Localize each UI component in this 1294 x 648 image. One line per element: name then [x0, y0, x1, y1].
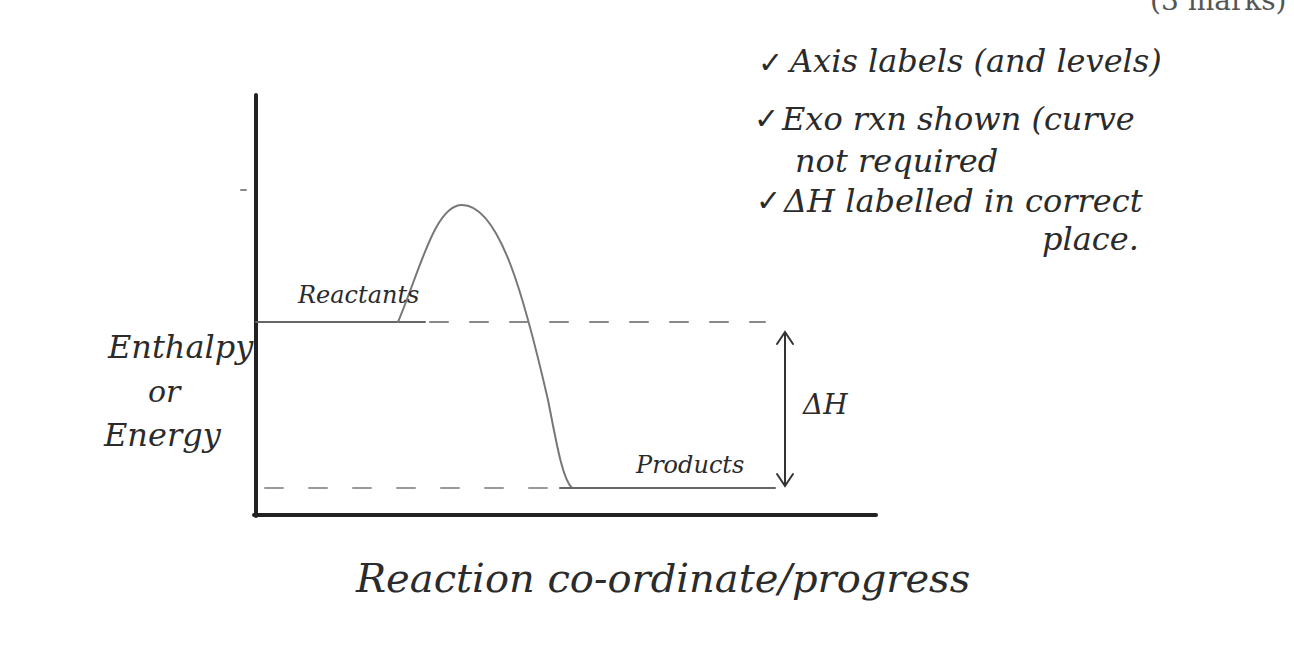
- delta-h-label: ΔH: [803, 390, 848, 421]
- tick-mark-text: ✓: [756, 184, 781, 217]
- dashed-guide: [265, 487, 555, 489]
- marking-note: ΔH labelled in correct: [784, 184, 1143, 219]
- delta-h-arrow: [784, 334, 786, 484]
- x-axis: [254, 513, 876, 517]
- axis-label: or: [148, 375, 180, 408]
- tick-mark-text: ✓: [754, 102, 779, 135]
- product-level: [560, 487, 775, 489]
- arrow-head: [777, 474, 793, 486]
- marking-note: Exo rxn shown (curve: [782, 102, 1135, 137]
- reactant-level: [256, 321, 425, 323]
- tick-mark-text: ✓: [758, 46, 783, 79]
- axis-label: Energy: [104, 418, 221, 453]
- dashed-guide: [430, 321, 765, 323]
- marking-note: place.: [1042, 222, 1139, 257]
- level-label: Reactants: [298, 282, 419, 308]
- tick-mark: [241, 189, 246, 191]
- marking-note: not required: [795, 144, 998, 179]
- y-axis: [254, 95, 258, 516]
- axis-label: Reaction co-ordinate/progress: [356, 556, 970, 600]
- level-label: Products: [636, 452, 744, 478]
- mark-total: (3 marks): [1150, 0, 1287, 17]
- arrow-head: [777, 332, 793, 344]
- axis-label: Enthalpy: [108, 330, 253, 365]
- reaction-curve: [398, 205, 572, 488]
- marking-note: Axis labels (and levels): [790, 44, 1162, 79]
